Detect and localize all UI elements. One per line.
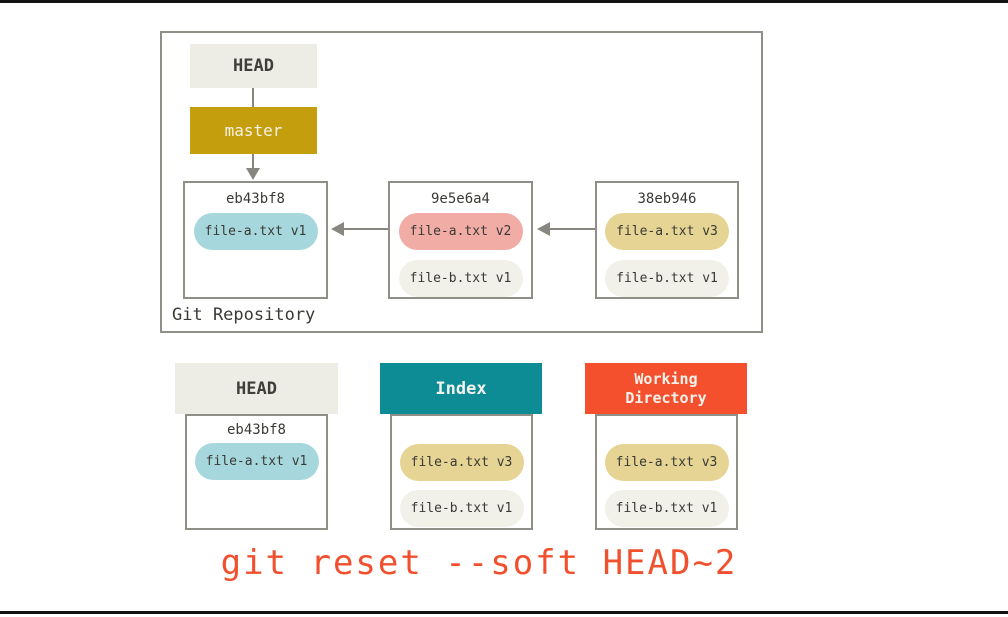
commit-hash: 9e5e6a4 bbox=[430, 191, 490, 207]
file-blob-pill: file-b.txt v1 bbox=[399, 490, 524, 527]
index-state-box: file-a.txt v3 file-b.txt v1 bbox=[390, 414, 533, 530]
file-blob-pill: file-a.txt v3 bbox=[605, 213, 729, 250]
index-area-title: Index bbox=[435, 378, 487, 399]
file-blob-pill: file-b.txt v1 bbox=[604, 490, 729, 527]
working-directory-state-box: file-a.txt v3 file-b.txt v1 bbox=[595, 414, 738, 530]
head-pointer-label: HEAD bbox=[233, 56, 274, 76]
master-branch-box: master bbox=[190, 107, 317, 154]
working-directory-area-title: Working Directory bbox=[625, 369, 707, 407]
commit2-to-commit1-arrowhead-icon bbox=[331, 222, 344, 236]
master-branch-label: master bbox=[224, 121, 283, 140]
commit-hash: eb43bf8 bbox=[225, 191, 285, 207]
commit2-to-commit1-line bbox=[343, 228, 388, 230]
file-blob-pill: file-b.txt v1 bbox=[398, 260, 523, 297]
index-area-header: Index bbox=[380, 363, 542, 414]
master-to-commit-arrowhead-icon bbox=[246, 168, 260, 180]
head-pointer-box: HEAD bbox=[190, 44, 317, 88]
working-directory-area-header: Working Directory bbox=[585, 363, 747, 414]
file-blob-pill: file-b.txt v1 bbox=[605, 260, 729, 297]
commit-hash: 38eb946 bbox=[637, 191, 697, 207]
file-blob-pill: file-a.txt v1 bbox=[193, 213, 318, 250]
file-blob-pill: file-a.txt v3 bbox=[399, 444, 524, 481]
file-blob-pill: file-a.txt v3 bbox=[604, 444, 729, 481]
file-blob-pill: file-a.txt v2 bbox=[398, 213, 523, 250]
head-area-header: HEAD bbox=[175, 363, 338, 414]
head-to-master-line bbox=[252, 88, 254, 107]
head-state-hash: eb43bf8 bbox=[226, 422, 286, 438]
command-caption: git reset --soft HEAD~2 bbox=[220, 543, 738, 583]
git-repository-label: Git Repository bbox=[172, 305, 316, 325]
file-blob-pill: file-a.txt v1 bbox=[194, 443, 319, 480]
commit-box-9e5e6a4: 9e5e6a4 file-a.txt v2 file-b.txt v1 bbox=[388, 181, 533, 299]
head-area-title: HEAD bbox=[236, 378, 277, 399]
master-to-commit-line bbox=[252, 154, 254, 168]
commit3-to-commit2-arrowhead-icon bbox=[537, 222, 550, 236]
commit3-to-commit2-line bbox=[549, 228, 595, 230]
commit-box-eb43bf8: eb43bf8 file-a.txt v1 bbox=[183, 181, 328, 299]
slide-top-border bbox=[0, 0, 1008, 3]
slide-bottom-border bbox=[0, 611, 1008, 614]
commit-box-38eb946: 38eb946 file-a.txt v3 file-b.txt v1 bbox=[595, 181, 739, 299]
head-state-box: eb43bf8 file-a.txt v1 bbox=[185, 414, 328, 530]
